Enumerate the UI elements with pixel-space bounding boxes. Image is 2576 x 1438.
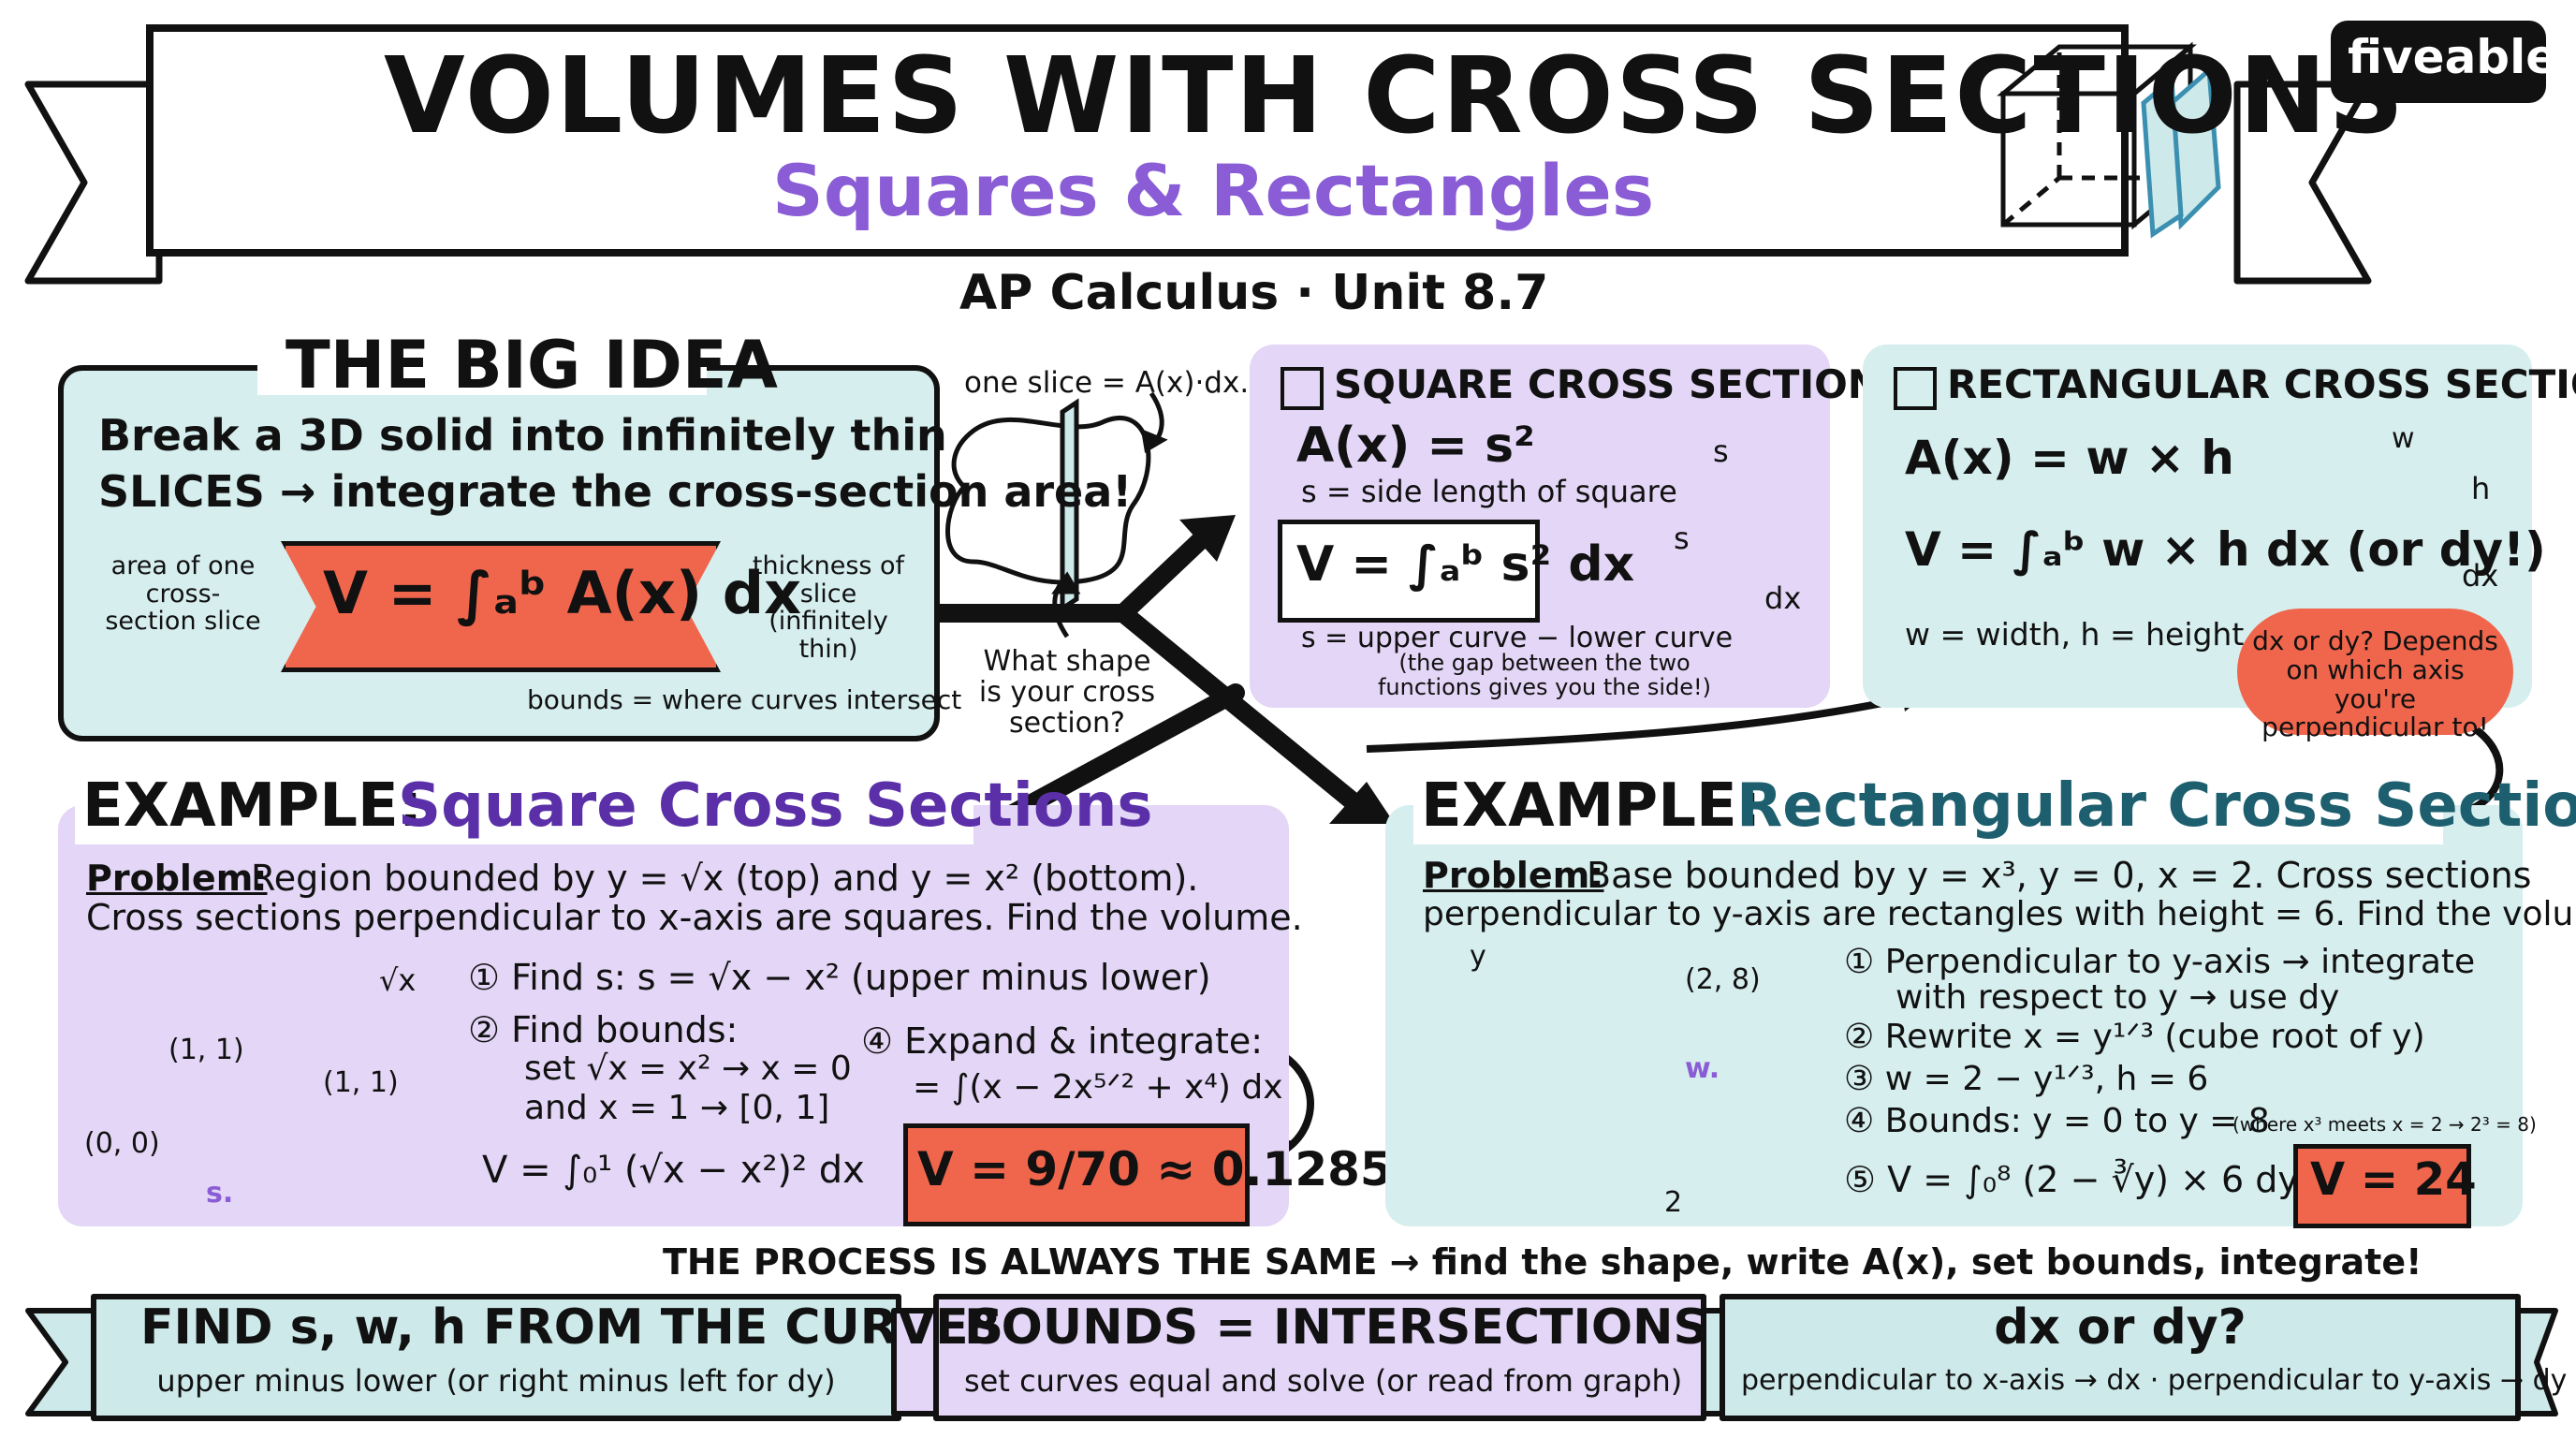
big-idea-formula: V = ∫ₐᵇ A(x) dx — [323, 559, 802, 627]
square-step4a: ④ Expand & integrate: — [861, 1020, 1264, 1062]
rect-step1b: with respect to y → use dy — [1895, 978, 2340, 1017]
square-problem-line1: Region bounded by y = √x (top) and y = x… — [251, 858, 1199, 899]
rect-wh-def: w = width, h = height — [1905, 616, 2245, 653]
square-answer: V = 9/70 ≈ 0.1285 — [917, 1142, 1393, 1196]
square-label-dx: dx — [1764, 580, 1802, 616]
rect-step2: ② Rewrite x = y¹ᐟ³ (cube root of y) — [1844, 1018, 2425, 1056]
big-idea-bounds-note: bounds = where curves intersect — [527, 684, 962, 715]
page-title: VOLUMES WITH CROSS SECTIONS — [384, 36, 2407, 157]
rect-example-heading-bg — [1413, 770, 2443, 844]
big-idea-line2: SLICES → integrate the cross-section are… — [98, 466, 1133, 517]
square-graph-curve-label: √x — [379, 962, 417, 998]
square-example-heading-rest: Square Cross Sections — [398, 771, 1153, 841]
solid-slice-sketch — [945, 391, 1168, 638]
title-banner — [146, 24, 2129, 257]
rect-example-heading-rest: Rectangular Cross Sections — [1736, 771, 2576, 841]
process-line: THE PROCESS IS ALWAYS THE SAME → find th… — [663, 1241, 2422, 1283]
rect-checkbox-icon — [1894, 367, 1937, 410]
square-answer-box — [903, 1123, 1250, 1226]
rect-graph-w-label: w. — [1685, 1052, 1720, 1085]
square-graph-s-label: s. — [206, 1177, 234, 1210]
shape-question: What shape is your cross section? — [978, 645, 1156, 740]
dx-dy-callout-text: dx or dy? Depends on which axis you're p… — [2252, 625, 2498, 743]
square-step2c: and x = 1 → [0, 1] — [524, 1089, 830, 1127]
square-heading: SQUARE CROSS SECTIONS — [1334, 361, 1910, 407]
big-idea-right-note: thickness of slice (infinitely thin) — [752, 551, 905, 665]
slice-caption: one slice = A(x)·dx. — [964, 366, 1250, 400]
rect-answer-box — [2293, 1144, 2471, 1228]
banner-3-sub: perpendicular to x-axis → dx · perpendic… — [1741, 1364, 2568, 1397]
banner-2-title: BOUNDS = INTERSECTIONS — [964, 1299, 1709, 1356]
square-volume-box — [1278, 520, 1540, 623]
banner-3-title: dx or dy? — [1994, 1299, 2247, 1356]
rect-volume: V = ∫ₐᵇ w × h dx (or dy!) — [1905, 522, 2546, 577]
course-label: AP Calculus · Unit 8.7 — [959, 265, 1549, 321]
rect-problem-line1: Base bounded by y = x³, y = 0, x = 2. Cr… — [1587, 855, 2532, 896]
rect-step4-note: (where x³ meets x = 2 → 2³ = 8) — [2232, 1113, 2537, 1136]
rect-step5: ⑤ V = ∫₀⁸ (2 − ∛y) × 6 dy — [1844, 1159, 2299, 1200]
rect-example-heading-prefix: EXAMPLE: — [1421, 771, 1762, 841]
rect-step4: ④ Bounds: y = 0 to y = 8 — [1844, 1102, 2270, 1140]
arrow-head-down-right — [1329, 782, 1395, 824]
rect-step1a: ① Perpendicular to y-axis → integrate — [1844, 943, 2476, 981]
arrow-to-rect-box — [1366, 694, 1910, 753]
rect-label-h: h — [2471, 471, 2491, 506]
square-area: A(x) = s² — [1296, 418, 1535, 474]
square-volume: V = ∫ₐᵇ s² dx — [1296, 536, 1635, 593]
dx-dy-callout — [2237, 609, 2513, 735]
square-graph-origin: (0, 0) — [84, 1127, 160, 1160]
square-step2a: ② Find bounds: — [468, 1009, 739, 1050]
arrow-head-up — [1179, 515, 1236, 562]
square-step2b: set √x = x² → x = 0 — [524, 1049, 852, 1088]
rect-heading: RECTANGULAR CROSS SECTIONS — [1947, 361, 2576, 407]
square-example-heading-prefix: EXAMPLE: — [82, 771, 423, 841]
brand-name: fiveable — [2348, 30, 2558, 84]
square-checkbox-icon — [1281, 367, 1324, 410]
banner-1-sub: upper minus lower (or right minus left f… — [156, 1363, 836, 1399]
rect-problem-label: Problem: — [1423, 855, 1604, 896]
big-idea-line1: Break a 3D solid into infinitely thin — [98, 410, 947, 461]
square-step4b: = ∫(x − 2x⁵ᐟ² + x⁴) dx — [913, 1068, 1283, 1107]
rect-answer: V = 24 — [2310, 1153, 2477, 1206]
square-problem-label: Problem: — [86, 858, 268, 899]
square-label-s-top: s — [1713, 433, 1729, 469]
rect-graph-point: (2, 8) — [1685, 963, 1761, 996]
square-s-def: s = side length of square — [1301, 474, 1677, 509]
square-step3: V = ∫₀¹ (√x − x²)² dx — [482, 1149, 865, 1192]
square-s-rule: s = upper curve − lower curve — [1301, 622, 1734, 654]
rect-label-dx: dx — [2462, 558, 2499, 594]
big-idea-heading-bg — [257, 330, 707, 395]
cube-sketch-icon — [1997, 41, 2221, 239]
banner-2-sub: set curves equal and solve (or read from… — [964, 1363, 1683, 1399]
rect-problem-line2: perpendicular to y-axis are rectangles w… — [1423, 895, 2576, 933]
title-ribbon-left — [24, 81, 163, 285]
rect-label-w: w — [2392, 422, 2415, 455]
banner-1-title: FIND s, w, h FROM THE CURVES — [140, 1299, 1004, 1356]
rect-graph-x-tick: 2 — [1664, 1186, 1683, 1219]
square-s-rule-note: (the gap between the two functions gives… — [1377, 650, 1712, 701]
square-example-heading-bg — [75, 770, 973, 844]
rect-step3: ③ w = 2 − y¹ᐟ³, h = 6 — [1844, 1060, 2209, 1098]
big-idea-formula-box — [281, 541, 721, 672]
flow-arrows — [927, 524, 1367, 824]
square-problem-line2: Cross sections perpendicular to x-axis a… — [86, 897, 1303, 938]
rect-graph-y-axis: y — [1470, 940, 1486, 973]
square-graph-point-a: (1, 1) — [168, 1034, 244, 1066]
rect-area: A(x) = w × h — [1905, 431, 2234, 485]
bottom-banners — [25, 1294, 2558, 1421]
square-step1: ① Find s: s = √x − x² (upper minus lower… — [468, 957, 1211, 998]
brand-logo: fiveable — [2331, 21, 2557, 103]
page-subtitle: Squares & Rectangles — [772, 149, 1655, 232]
square-graph-point-b: (1, 1) — [323, 1066, 399, 1099]
big-idea-left-note: area of one cross-section slice — [105, 551, 261, 637]
big-idea-heading: THE BIG IDEA — [285, 327, 778, 404]
square-label-s-side: s — [1674, 521, 1690, 556]
